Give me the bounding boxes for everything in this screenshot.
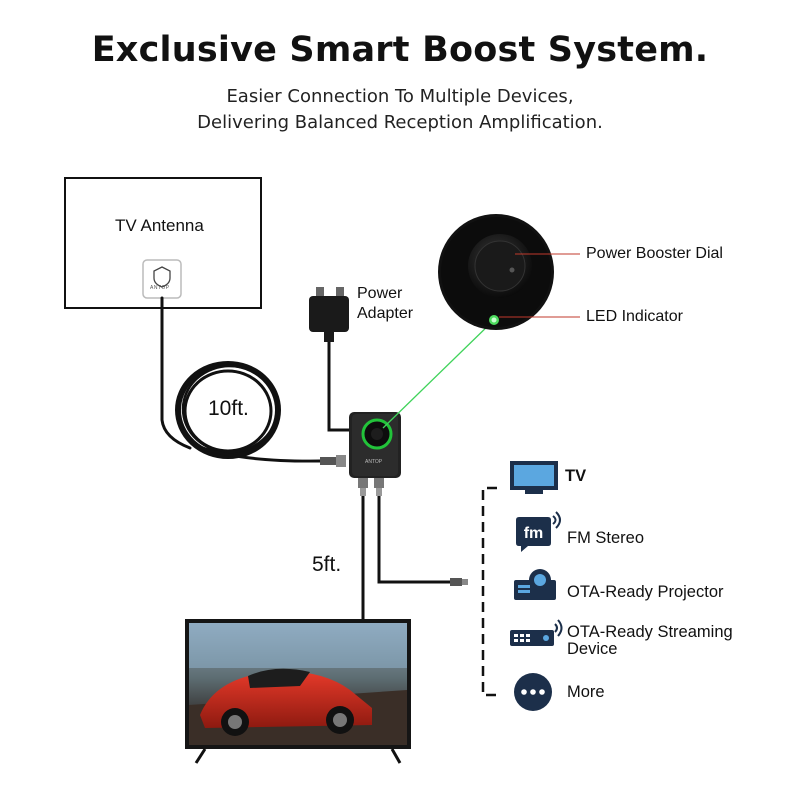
streaming-device-icon (510, 619, 563, 646)
antenna-label: TV Antenna (115, 216, 204, 235)
device-label-streaming-line2: Device (567, 640, 618, 658)
booster-box (349, 412, 401, 496)
more-icon (514, 673, 552, 711)
device-label-fm-stereo: FM Stereo (567, 529, 645, 547)
led-pointer-line (382, 319, 495, 429)
booster-brand: ANTOP (365, 459, 383, 465)
power-booster-dial (438, 214, 554, 330)
projector-icon (514, 569, 556, 600)
power-adapter (309, 287, 358, 432)
device-label-streaming-line1: OTA-Ready Streaming (567, 623, 733, 641)
subtitle-line-1: Easier Connection To Multiple Devices, (226, 86, 574, 107)
antenna-brand-logo: ANTOP (150, 285, 170, 291)
cable-length-5ft: 5ft. (312, 553, 342, 576)
device-bracket (481, 486, 497, 697)
fm-radio-icon: fm (516, 511, 561, 552)
device-label-more: More (567, 683, 605, 701)
television (185, 619, 411, 764)
page-title: Exclusive Smart Boost System. (91, 30, 709, 70)
output-cables (361, 496, 468, 622)
power-adapter-label-line2: Adapter (357, 305, 414, 322)
svg-text:fm: fm (524, 525, 544, 542)
device-label-tv: TV (565, 467, 587, 485)
subtitle-line-2: Delivering Balanced Reception Amplificat… (197, 112, 603, 133)
tv-antenna-panel (64, 177, 262, 309)
device-label-projector: OTA-Ready Projector (567, 583, 724, 601)
power-adapter-label-line1: Power (357, 285, 403, 302)
led-label: LED Indicator (586, 308, 683, 325)
tv-icon (510, 461, 558, 494)
antenna-cable (160, 296, 346, 467)
dial-label: Power Booster Dial (586, 245, 723, 262)
cable-length-10ft: 10ft. (208, 397, 249, 420)
